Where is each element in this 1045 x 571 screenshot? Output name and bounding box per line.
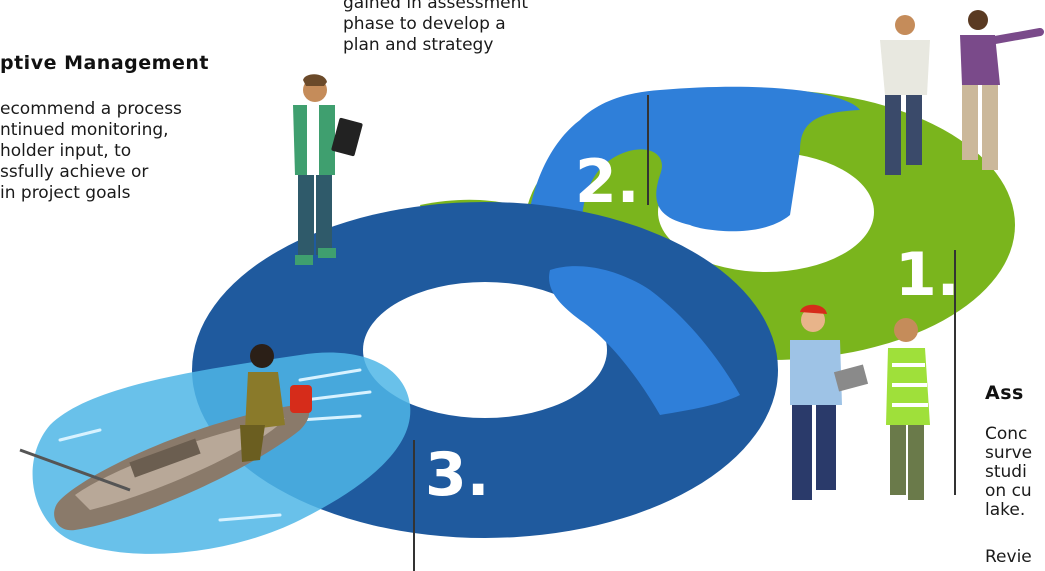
adaptive-line-5: in project goals [0, 183, 131, 203]
blue-overlap [549, 266, 740, 415]
engineers-with-laptop-icon [790, 304, 930, 500]
assessment-line-3: studi [985, 462, 1027, 482]
step-1-number: 1. [895, 240, 960, 310]
adaptive-management-heading: ptive Management [0, 52, 209, 74]
adaptive-line-1: ecommend a process [0, 99, 182, 119]
assessment-extra-line: Revie [985, 547, 1032, 567]
assessment-line-4: on cu [985, 481, 1032, 501]
assessment-heading: Ass [985, 382, 1024, 404]
assessment-line-1: Conc [985, 424, 1028, 444]
plan-line-2: phase to develop a [343, 14, 506, 34]
adaptive-line-3: holder input, to [0, 141, 132, 161]
assessment-line-2: surve [985, 443, 1033, 463]
adaptive-line-4: ssfully achieve or [0, 162, 149, 182]
assessment-description: Conc surve studi on cu lake. [985, 425, 1032, 520]
person-with-clipboard-icon [293, 74, 363, 265]
step-2-number: 2. [575, 147, 640, 217]
plan-line-3: plan and strategy [343, 35, 494, 55]
plan-description: gained in assessment phase to develop a … [343, 0, 528, 56]
assessment-line-5: lake. [985, 500, 1026, 520]
adaptive-line-2: ntinued monitoring, [0, 120, 169, 140]
plan-line-1: gained in assessment [343, 0, 529, 13]
two-people-pointing-icon [880, 10, 1044, 175]
adaptive-management-description: ecommend a process ntinued monitoring, h… [0, 99, 182, 204]
step-3-number: 3. [425, 440, 490, 510]
boat-with-fisherman-icon [19, 344, 312, 531]
